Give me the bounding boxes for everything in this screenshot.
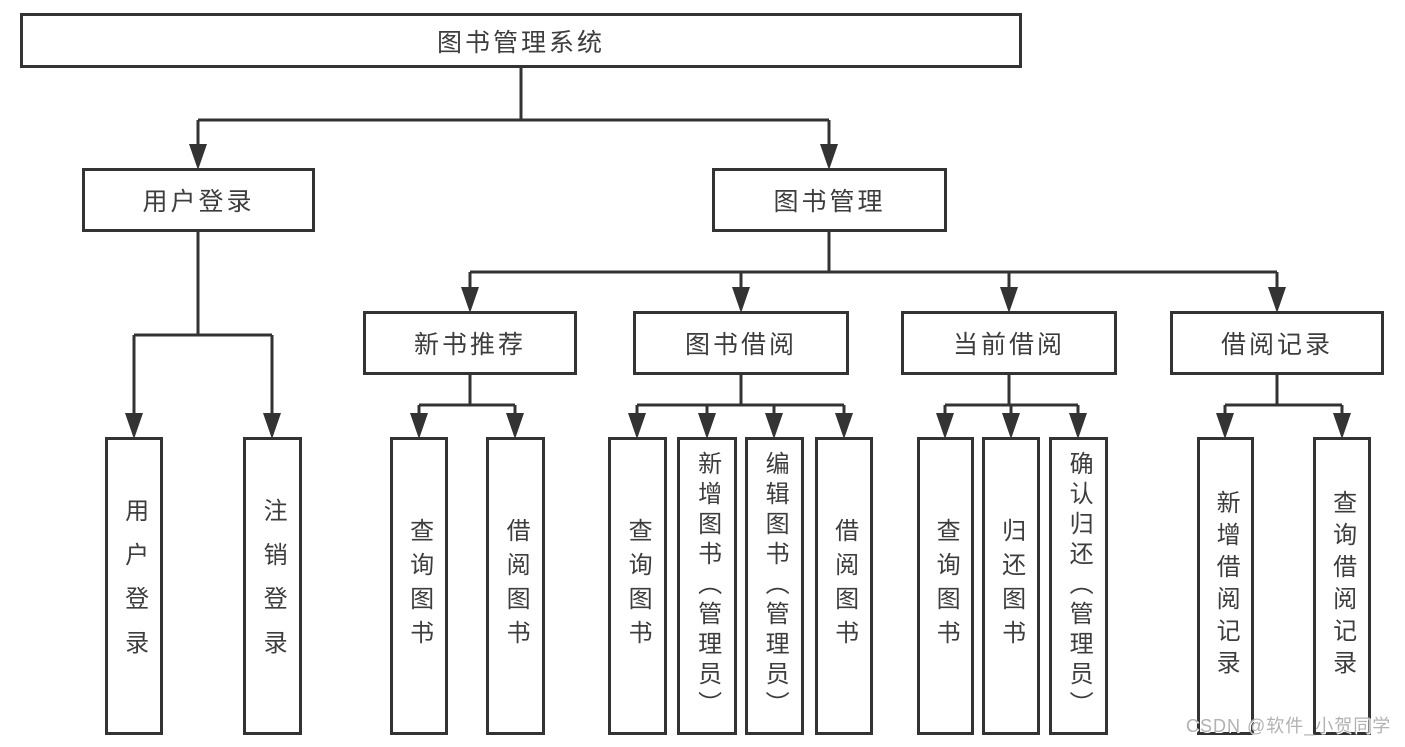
node-book-borrowing-label: 图书借阅 (684, 331, 797, 359)
leaf-return-books: 归还图书 (982, 437, 1040, 735)
leaf-confirm-return-admin-label: 确认归还（管理员） (1065, 451, 1093, 721)
node-new-book-recommend: 新书推荐 (363, 311, 577, 375)
leaf-query-books-recommend-label: 查询图书 (405, 518, 433, 654)
leaf-query-books-current: 查询图书 (917, 437, 974, 735)
node-current-borrowing-label: 当前借阅 (952, 331, 1065, 359)
leaf-add-borrow-record-label: 新增借阅记录 (1212, 490, 1240, 682)
node-book-management-label: 图书管理 (773, 188, 886, 216)
leaf-add-borrow-record: 新增借阅记录 (1197, 437, 1254, 735)
leaf-borrow-books-recommend-label: 借阅图书 (502, 518, 530, 654)
leaf-logout-login: 注销登录 (243, 437, 302, 735)
leaf-edit-books-admin-label: 编辑图书（管理员） (761, 451, 789, 721)
leaf-return-books-label: 归还图书 (997, 518, 1025, 654)
leaf-query-books-current-label: 查询图书 (932, 518, 960, 654)
leaf-query-books-borrowing: 查询图书 (608, 437, 667, 735)
leaf-query-borrow-record: 查询借阅记录 (1313, 437, 1371, 735)
leaf-query-borrow-record-label: 查询借阅记录 (1328, 490, 1356, 682)
node-book-borrowing: 图书借阅 (633, 311, 849, 375)
node-book-management: 图书管理 (712, 168, 947, 232)
leaf-logout-login-label: 注销登录 (259, 498, 287, 674)
leaf-user-login: 用户登录 (105, 437, 163, 735)
leaf-query-books-borrowing-label: 查询图书 (624, 518, 652, 654)
leaf-borrow-books-recommend: 借阅图书 (486, 437, 545, 735)
leaf-edit-books-admin: 编辑图书（管理员） (745, 437, 804, 735)
node-borrowing-records: 借阅记录 (1170, 311, 1384, 375)
node-user-login: 用户登录 (82, 168, 315, 232)
node-new-book-recommend-label: 新书推荐 (413, 331, 526, 359)
leaf-add-books-admin-label: 新增图书（管理员） (693, 451, 721, 721)
node-root: 图书管理系统 (20, 13, 1022, 68)
csdn-watermark: CSDN @软件_小贺同学 (1186, 716, 1392, 736)
leaf-query-books-recommend: 查询图书 (390, 437, 448, 735)
leaf-add-books-admin: 新增图书（管理员） (677, 437, 737, 735)
leaf-borrow-books-borrowing-label: 借阅图书 (830, 518, 858, 654)
node-root-label: 图书管理系统 (436, 28, 605, 57)
leaf-user-login-label: 用户登录 (120, 498, 148, 674)
node-borrowing-records-label: 借阅记录 (1220, 331, 1333, 359)
leaf-confirm-return-admin: 确认归还（管理员） (1049, 437, 1108, 735)
node-user-login-label: 用户登录 (142, 188, 255, 216)
leaf-borrow-books-borrowing: 借阅图书 (815, 437, 873, 735)
node-current-borrowing: 当前借阅 (901, 311, 1117, 375)
